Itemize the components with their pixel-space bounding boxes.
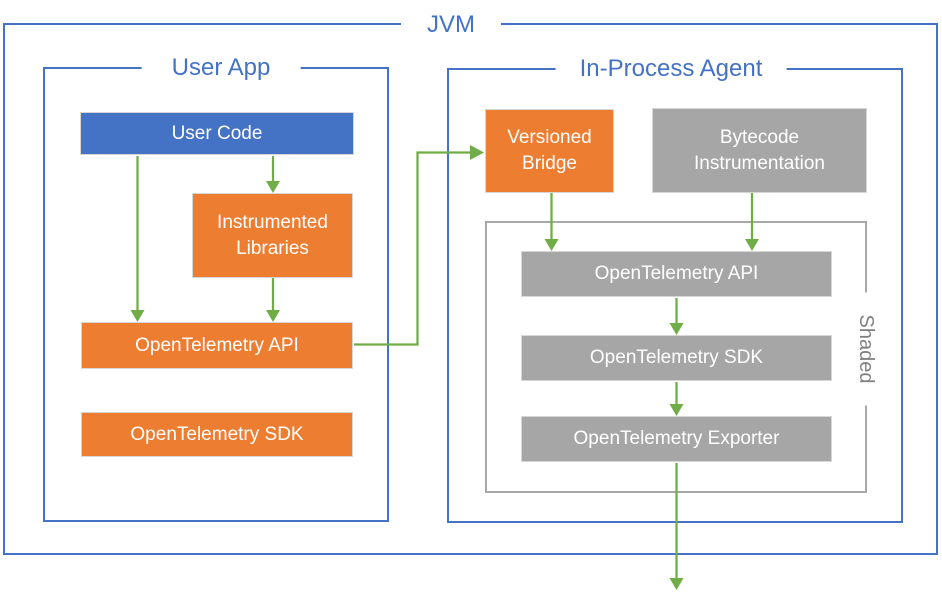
agent-opentelemetry-exporter-box: OpenTelemetry Exporter [521,416,832,462]
shaded-label: Shaded [853,292,879,406]
bytecode-instrumentation-box: Bytecode Instrumentation [652,108,867,193]
jvm-label: JVM [401,10,501,40]
in-process-agent-title: In-Process Agent [555,54,787,84]
agent-opentelemetry-api-box: OpenTelemetry API [521,251,832,297]
user-app-title: User App [141,53,301,83]
user-app-opentelemetry-api-box: OpenTelemetry API [81,322,353,369]
instrumented-libraries-box: Instrumented Libraries [192,193,353,278]
user-code-box: User Code [80,112,354,155]
user-app-opentelemetry-sdk-box: OpenTelemetry SDK [81,412,353,457]
agent-opentelemetry-sdk-box: OpenTelemetry SDK [521,335,832,381]
versioned-bridge-box: Versioned Bridge [485,109,614,193]
